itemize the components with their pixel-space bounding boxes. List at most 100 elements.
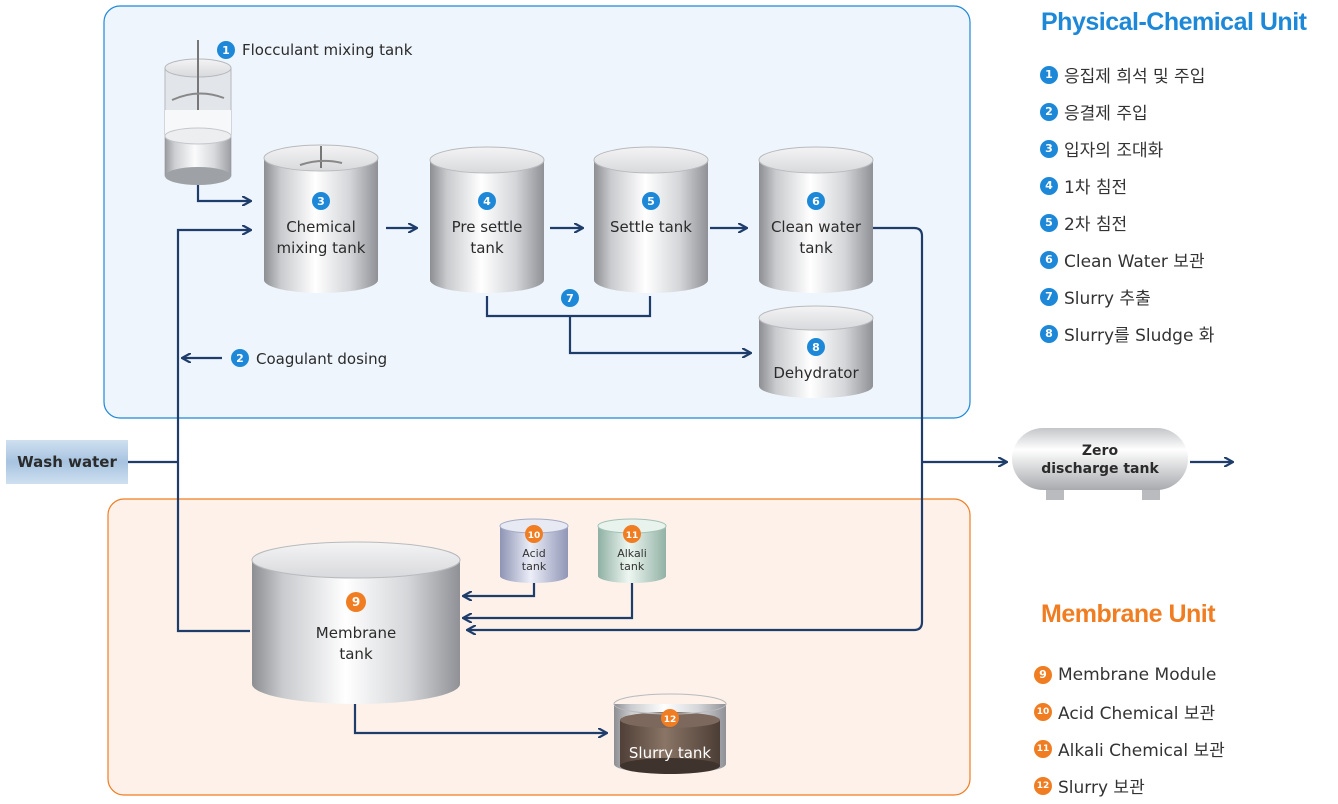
physical-item-4: 4 1차 침전 (1040, 167, 1214, 204)
membrane-item-11: 11 Alkali Chemical 보관 (1034, 730, 1225, 767)
acid-to-membrane-line (464, 578, 536, 596)
badge-8-number: 8 (812, 341, 820, 354)
membrane-item-9: 9 Membrane Module (1034, 656, 1225, 693)
legend-badge-10: 10 (1034, 702, 1052, 721)
physical-item-5: 5 2차 침전 (1040, 204, 1214, 241)
physical-unit-title: Physical-Chemical Unit (1041, 8, 1307, 36)
flocculant-label: Flocculant mixing tank (242, 41, 413, 59)
legend-badge-2: 2 (1040, 102, 1058, 121)
physical-item-6-text: Clean Water 보관 (1064, 252, 1205, 272)
legend-badge-7: 7 (1040, 287, 1058, 306)
settle-label: Settle tank (610, 218, 692, 236)
legend-badge-5: 5 (1040, 213, 1058, 232)
physical-item-7-text: Slurry 추출 (1064, 289, 1151, 309)
physical-item-7: 7 Slurry 추출 (1040, 278, 1214, 315)
alkali-tank-label-2: tank (620, 560, 645, 573)
membrane-tank-label-2: tank (339, 645, 373, 663)
coagulant-label: Coagulant dosing (256, 350, 387, 368)
badge-12 (661, 709, 679, 727)
clean-water-tank (758, 146, 874, 293)
alkali-to-membrane-line (464, 578, 634, 618)
zero-discharge-label-1: Zero (1082, 443, 1119, 459)
recycle-to-chemical-line (176, 230, 250, 633)
zero-discharge-tank: Zero discharge tank (1012, 428, 1188, 500)
wash-water-source: Wash water (6, 440, 128, 484)
badge-2 (231, 349, 249, 367)
alkali-tank-label-1: Alkali (617, 547, 647, 560)
badge-11-number: 11 (626, 531, 639, 541)
clean-water-label-1: Clean water (771, 218, 862, 236)
chemical-mixing-label-2: mixing tank (277, 239, 366, 257)
wash-water-label: Wash water (17, 453, 117, 471)
badge-2-number: 2 (236, 352, 244, 365)
membrane-unit-list: 9 Membrane Module 10 Acid Chemical 보관 11 Al… (1034, 656, 1225, 804)
pre-settle-label-1: Pre settle (452, 218, 523, 236)
membrane-item-9-text: Membrane Module (1058, 664, 1217, 685)
physical-item-8-text: Slurry를 Sludge 화 (1064, 326, 1215, 346)
badge-12-number: 12 (664, 715, 677, 725)
membrane-item-10: 10 Acid Chemical 보관 (1034, 693, 1225, 730)
badge-7 (561, 289, 579, 307)
physical-item-1: 1 응집제 희석 및 주입 (1040, 56, 1214, 93)
badge-10 (525, 525, 543, 543)
membrane-to-slurry-line (353, 700, 606, 733)
membrane-item-12: 12 Slurry 보관 (1034, 767, 1225, 804)
physical-item-2-text: 응결제 주입 (1064, 104, 1148, 124)
badge-4 (478, 192, 496, 210)
physical-item-5-text: 2차 침전 (1064, 215, 1128, 235)
membrane-unit-title: Membrane Unit (1041, 600, 1216, 628)
badge-3-number: 3 (317, 195, 325, 208)
flow-lines (128, 185, 1232, 733)
badge-9 (346, 592, 366, 612)
slurry-tank-label: Slurry tank (629, 744, 711, 762)
badge-9-number: 9 (352, 595, 360, 609)
slurry-extract-line (485, 296, 652, 318)
legend-badge-8: 8 (1040, 324, 1058, 343)
slurry-tank (613, 693, 727, 774)
badge-5-number: 5 (647, 195, 655, 208)
badge-5 (642, 192, 660, 210)
pre-settle-tank (429, 146, 545, 293)
settle-tank (593, 146, 709, 293)
legend-badge-6: 6 (1040, 250, 1058, 269)
flocculant-to-chemical-line (196, 185, 250, 201)
chemical-mixing-label-1: Chemical (286, 218, 356, 236)
badge-4-number: 4 (483, 195, 491, 208)
badge-1 (217, 41, 235, 59)
badge-6-number: 6 (812, 195, 820, 208)
chemical-mixing-tank (263, 144, 379, 293)
physical-item-2: 2 응결제 주입 (1040, 93, 1214, 130)
zero-discharge-label-2: discharge tank (1041, 461, 1159, 477)
physical-item-3: 3 입자의 조대화 (1040, 130, 1214, 167)
badge-10-number: 10 (528, 531, 541, 541)
legend-badge-12: 12 (1034, 776, 1052, 795)
badge-8 (807, 338, 825, 356)
badge-6 (807, 192, 825, 210)
legend-badge-1: 1 (1040, 65, 1058, 84)
legend-badge-11: 11 (1034, 739, 1052, 758)
membrane-tank (251, 541, 461, 704)
legend-badge-3: 3 (1040, 139, 1058, 158)
physical-item-8: 8 Slurry를 Sludge 화 (1040, 315, 1214, 352)
membrane-item-12-text: Slurry 보관 (1058, 778, 1145, 798)
clean-water-label-2: tank (799, 239, 833, 257)
legend-badge-4: 4 (1040, 176, 1058, 195)
membrane-item-11-text: Alkali Chemical 보관 (1058, 741, 1225, 761)
dehydrator-label: Dehydrator (773, 364, 859, 382)
legend-badge-9: 9 (1034, 665, 1052, 684)
clean-to-membrane-return-line (468, 226, 924, 630)
physical-unit-list: 1 응집제 희석 및 주입 2 응결제 주입 3 입자의 조대화 4 1차 침전 5 2차… (1040, 56, 1214, 352)
acid-tank-label-1: Acid (522, 547, 545, 560)
pre-settle-label-2: tank (470, 239, 504, 257)
badge-3 (312, 192, 330, 210)
badge-7-number: 7 (566, 292, 574, 305)
flocculant-mixing-tank (164, 40, 232, 185)
physical-item-4-text: 1차 침전 (1064, 178, 1128, 198)
badge-11 (623, 525, 641, 543)
membrane-item-10-text: Acid Chemical 보관 (1058, 704, 1216, 724)
physical-item-6: 6 Clean Water 보관 (1040, 241, 1214, 278)
physical-item-3-text: 입자의 조대화 (1064, 141, 1164, 161)
physical-item-1-text: 응집제 희석 및 주입 (1064, 67, 1206, 87)
badge-1-number: 1 (222, 44, 230, 57)
